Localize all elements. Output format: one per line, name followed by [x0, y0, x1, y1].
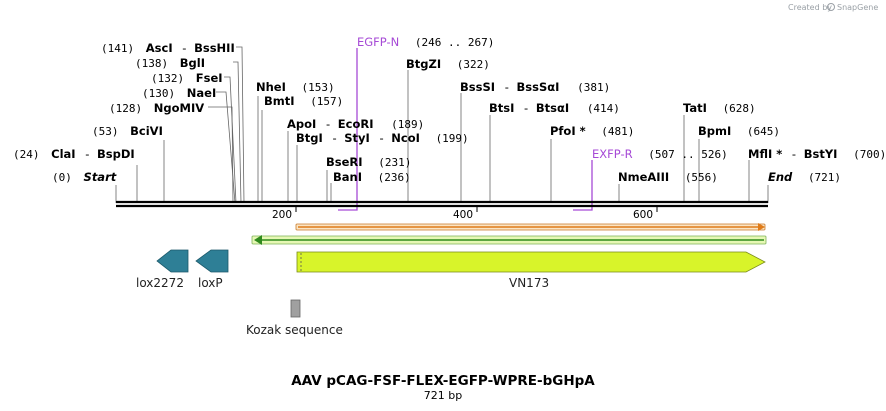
site-label-start: (0) Start — [52, 170, 117, 184]
primer-lines — [338, 48, 593, 211]
snapgene-watermark: Created by SnapGene — [788, 3, 878, 12]
orf-reverse-arrowhead — [254, 235, 262, 245]
site-label-fsei: (132) FseI — [151, 71, 223, 85]
vn173-arrow — [296, 251, 766, 273]
site-label-clai: (24) ClaI - BspDI — [13, 147, 135, 161]
created-by-label: Created by — [788, 3, 832, 12]
feature-label-vn173: VN173 — [509, 276, 549, 290]
orf-arrow-forward — [295, 223, 766, 231]
site-label-bpmi: BpmI (645) — [698, 124, 780, 138]
site-lines — [115, 46, 769, 204]
feature-label-loxp: loxP — [198, 276, 223, 290]
map-subtitle: 721 bp — [424, 389, 462, 402]
site-line — [216, 91, 236, 204]
site-label-tati: TatI (628) — [683, 101, 756, 115]
site-label-mfli: MflI * - BstYI (700) — [748, 147, 886, 161]
feature-kozak: Kozak sequence — [246, 299, 343, 337]
snapgene-logo-icon — [827, 3, 835, 11]
orf-arrow-reverse — [251, 235, 767, 245]
site-label-naei: (130) NaeI — [142, 86, 216, 100]
ruler-tick-label: 600 — [633, 209, 653, 221]
site-label-btsi: BtsI - BtsαI (414) — [489, 101, 620, 115]
feature-label-kozak: Kozak sequence — [246, 323, 343, 337]
kozak-box — [290, 299, 301, 318]
site-label-asci: (141) AscI - BssHII — [101, 41, 235, 55]
site-label-bsssi: BssSI - BssSαI (381) — [460, 80, 610, 94]
primer-exfp-r-line — [573, 160, 593, 211]
primer-egfp-n-line — [338, 48, 358, 211]
site-label-bcivi: (53) BciVI — [92, 124, 163, 138]
loxp-arrow-icon — [195, 249, 229, 273]
ruler-tick-label: 200 — [272, 209, 292, 221]
map-title: AAV pCAG-FSF-FLEX-EGFP-WPRE-bGHpA — [291, 373, 595, 389]
snapgene-label: SnapGene — [837, 3, 878, 12]
site-line — [208, 106, 234, 204]
lox2272-arrow-icon — [156, 249, 189, 273]
site-label-pfoi: PfoI * (481) — [550, 124, 634, 138]
site-label-bgli: (138) BglI — [135, 56, 205, 70]
site-line — [224, 76, 237, 204]
site-label-nhei: NheI (153) — [256, 80, 335, 94]
orf-forward-arrowhead — [758, 223, 765, 231]
site-label-beseri: BseRI (231) — [326, 155, 411, 169]
site-label-btgi: BtgI - StyI - NcoI (199) — [296, 131, 469, 145]
site-label-bani: BanI (236) — [333, 170, 411, 184]
restriction-sites-right: NheI (153) BmtI (157) ApoI - EcoRI (189)… — [256, 57, 886, 184]
site-label-apoi: ApoI - EcoRI (189) — [287, 117, 424, 131]
site-label-nmeaiii: NmeAIII (556) — [618, 170, 718, 184]
restriction-sites-left: (141) AscI - BssHII (138) BglI (132) Fse… — [13, 41, 235, 184]
primer-label-egfp-n: EGFP-N (246 .. 267) — [357, 35, 494, 49]
ruler-tick-label: 400 — [453, 209, 473, 221]
feature-vn173: VN173 — [296, 251, 766, 290]
site-line — [236, 46, 245, 204]
feature-loxp: loxP — [195, 249, 229, 290]
primer-label-exfp-r: EXFP-R (507 .. 526) — [592, 147, 728, 161]
site-label-btgzi: BtgZI (322) — [406, 57, 490, 71]
feature-lox2272: lox2272 — [136, 249, 189, 290]
sequence-backbone — [116, 200, 768, 208]
site-label-bmti: BmtI (157) — [264, 94, 343, 108]
ruler — [295, 206, 658, 212]
feature-label-lox2272: lox2272 — [136, 276, 184, 290]
site-label-ngomiv: (128) NgoMIV — [109, 101, 204, 115]
site-label-end: End (721) — [768, 170, 841, 184]
site-line — [233, 61, 242, 204]
